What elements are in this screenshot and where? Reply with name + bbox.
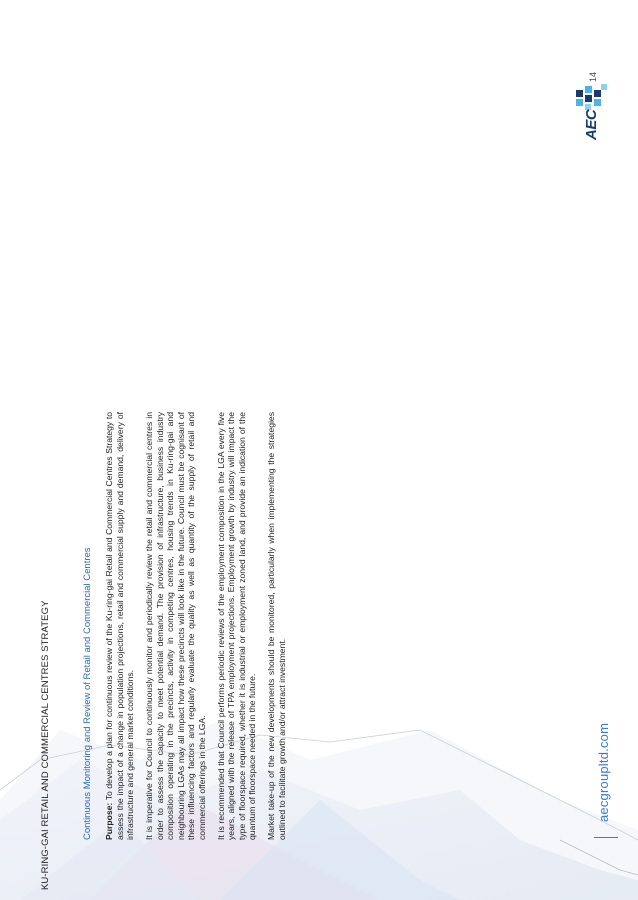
paragraph-2: It is imperative for Council to continuo…	[144, 412, 207, 840]
page-number: 14	[588, 71, 598, 82]
aec-logo-icon	[576, 84, 607, 110]
logo-text: AEC	[583, 109, 600, 140]
purpose-label: Purpose:	[104, 802, 114, 840]
section-heading: Continuous Monitoring and Review of Reta…	[82, 547, 93, 840]
body-text: Purpose: To develop a plan for continuou…	[104, 412, 296, 840]
purpose-text: To develop a plan for continuous review …	[104, 412, 135, 840]
website-link[interactable]: aecgroupltd.com	[596, 722, 611, 822]
paragraph-4: Market take-up of the new developments s…	[266, 412, 287, 840]
purpose-paragraph: Purpose: To develop a plan for continuou…	[104, 412, 136, 840]
document-title: KU-RING-GAI RETAIL AND COMMERCIAL CENTRE…	[40, 600, 51, 890]
website-accent-line	[594, 837, 618, 838]
paragraph-3: It is recommended that Council performs …	[215, 412, 258, 840]
